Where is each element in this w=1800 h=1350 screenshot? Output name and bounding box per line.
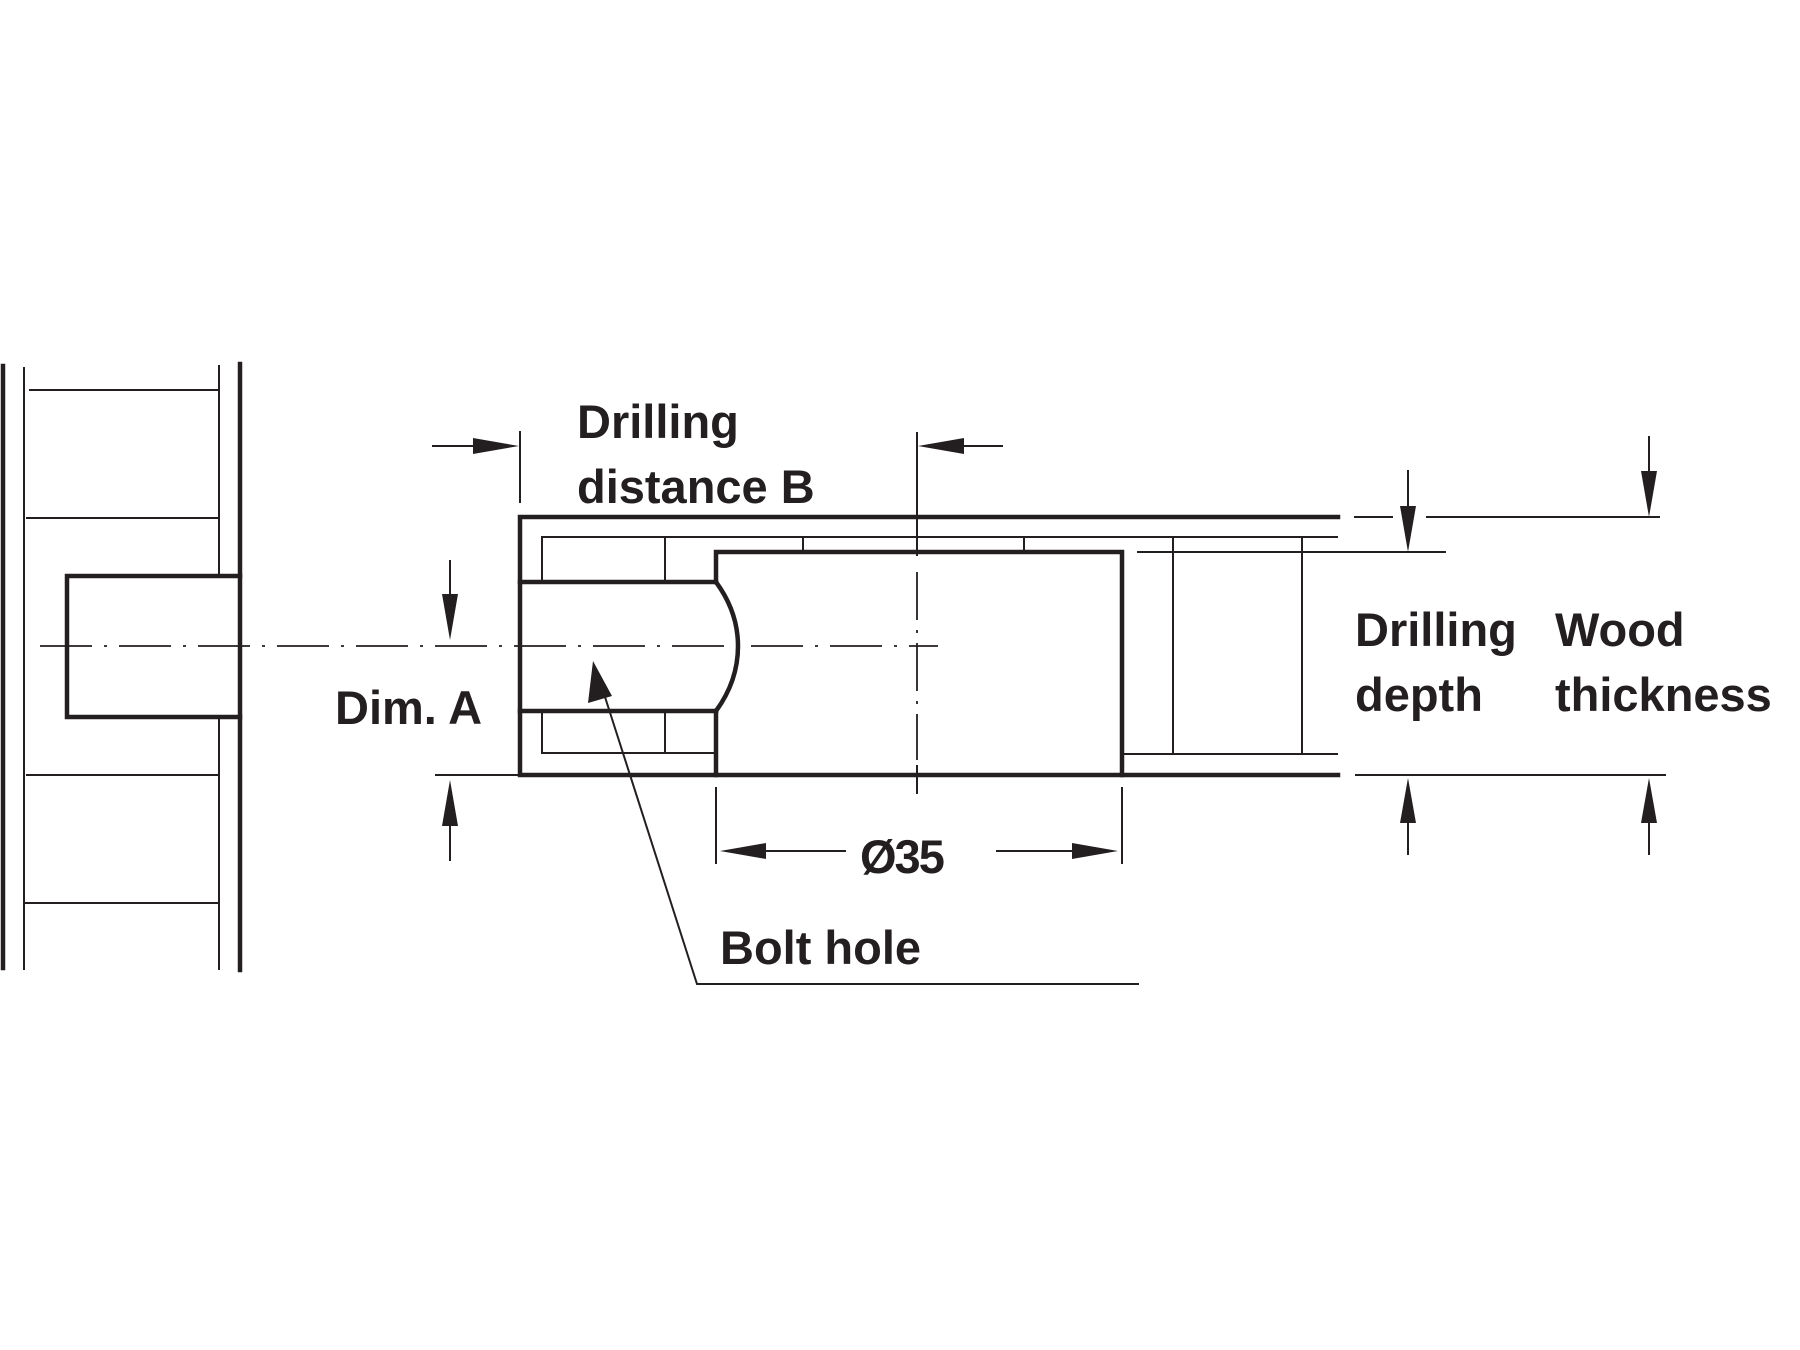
side-view-panel: [0, 361, 243, 973]
dimension-dim-a: Dim. A: [335, 560, 520, 861]
wood-thickness-label-line1: Wood: [1555, 603, 1685, 656]
arrow-left-icon: [918, 438, 964, 454]
panel-outline: [517, 514, 1341, 778]
dimension-diameter: Ø35: [715, 787, 1123, 883]
arrow-up-icon: [1641, 778, 1657, 823]
arrow-up-icon: [442, 780, 458, 826]
arrow-down-icon: [1400, 506, 1416, 552]
arrow-up-icon: [1400, 778, 1416, 823]
arrow-leader-icon: [588, 661, 612, 703]
housing-inner-bottom: [541, 711, 716, 754]
drilling-distance-label-line1: Drilling: [577, 395, 739, 448]
dimension-depth-thickness: Drilling depth Wood thickness: [1354, 436, 1772, 855]
dim-a-label: Dim. A: [335, 681, 482, 734]
arrow-down-icon: [1641, 471, 1657, 517]
cross-section: [517, 514, 1446, 778]
diameter-label: Ø35: [860, 830, 944, 883]
cup-bore-outline: [713, 549, 1125, 778]
housing-inner-top: [541, 536, 1338, 582]
leader-line: [596, 671, 1139, 985]
bolt-hole-end-curve: [712, 578, 741, 715]
arrow-right-icon: [473, 438, 519, 454]
wood-thickness-label-line2: thickness: [1555, 668, 1772, 721]
dimension-drilling-distance-b: Drilling distance B: [432, 395, 1003, 513]
drilling-distance-label-line2: distance B: [577, 460, 815, 513]
bolt-hole-label: Bolt hole: [720, 921, 921, 974]
drilling-depth-label-line1: Drilling: [1355, 603, 1517, 656]
leader-bolt-hole: Bolt hole: [588, 661, 1139, 985]
drilling-depth-label-line2: depth: [1355, 668, 1483, 721]
arrow-down-icon: [442, 594, 458, 640]
arrow-right-icon: [1072, 843, 1118, 859]
arrow-left-icon: [720, 843, 766, 859]
